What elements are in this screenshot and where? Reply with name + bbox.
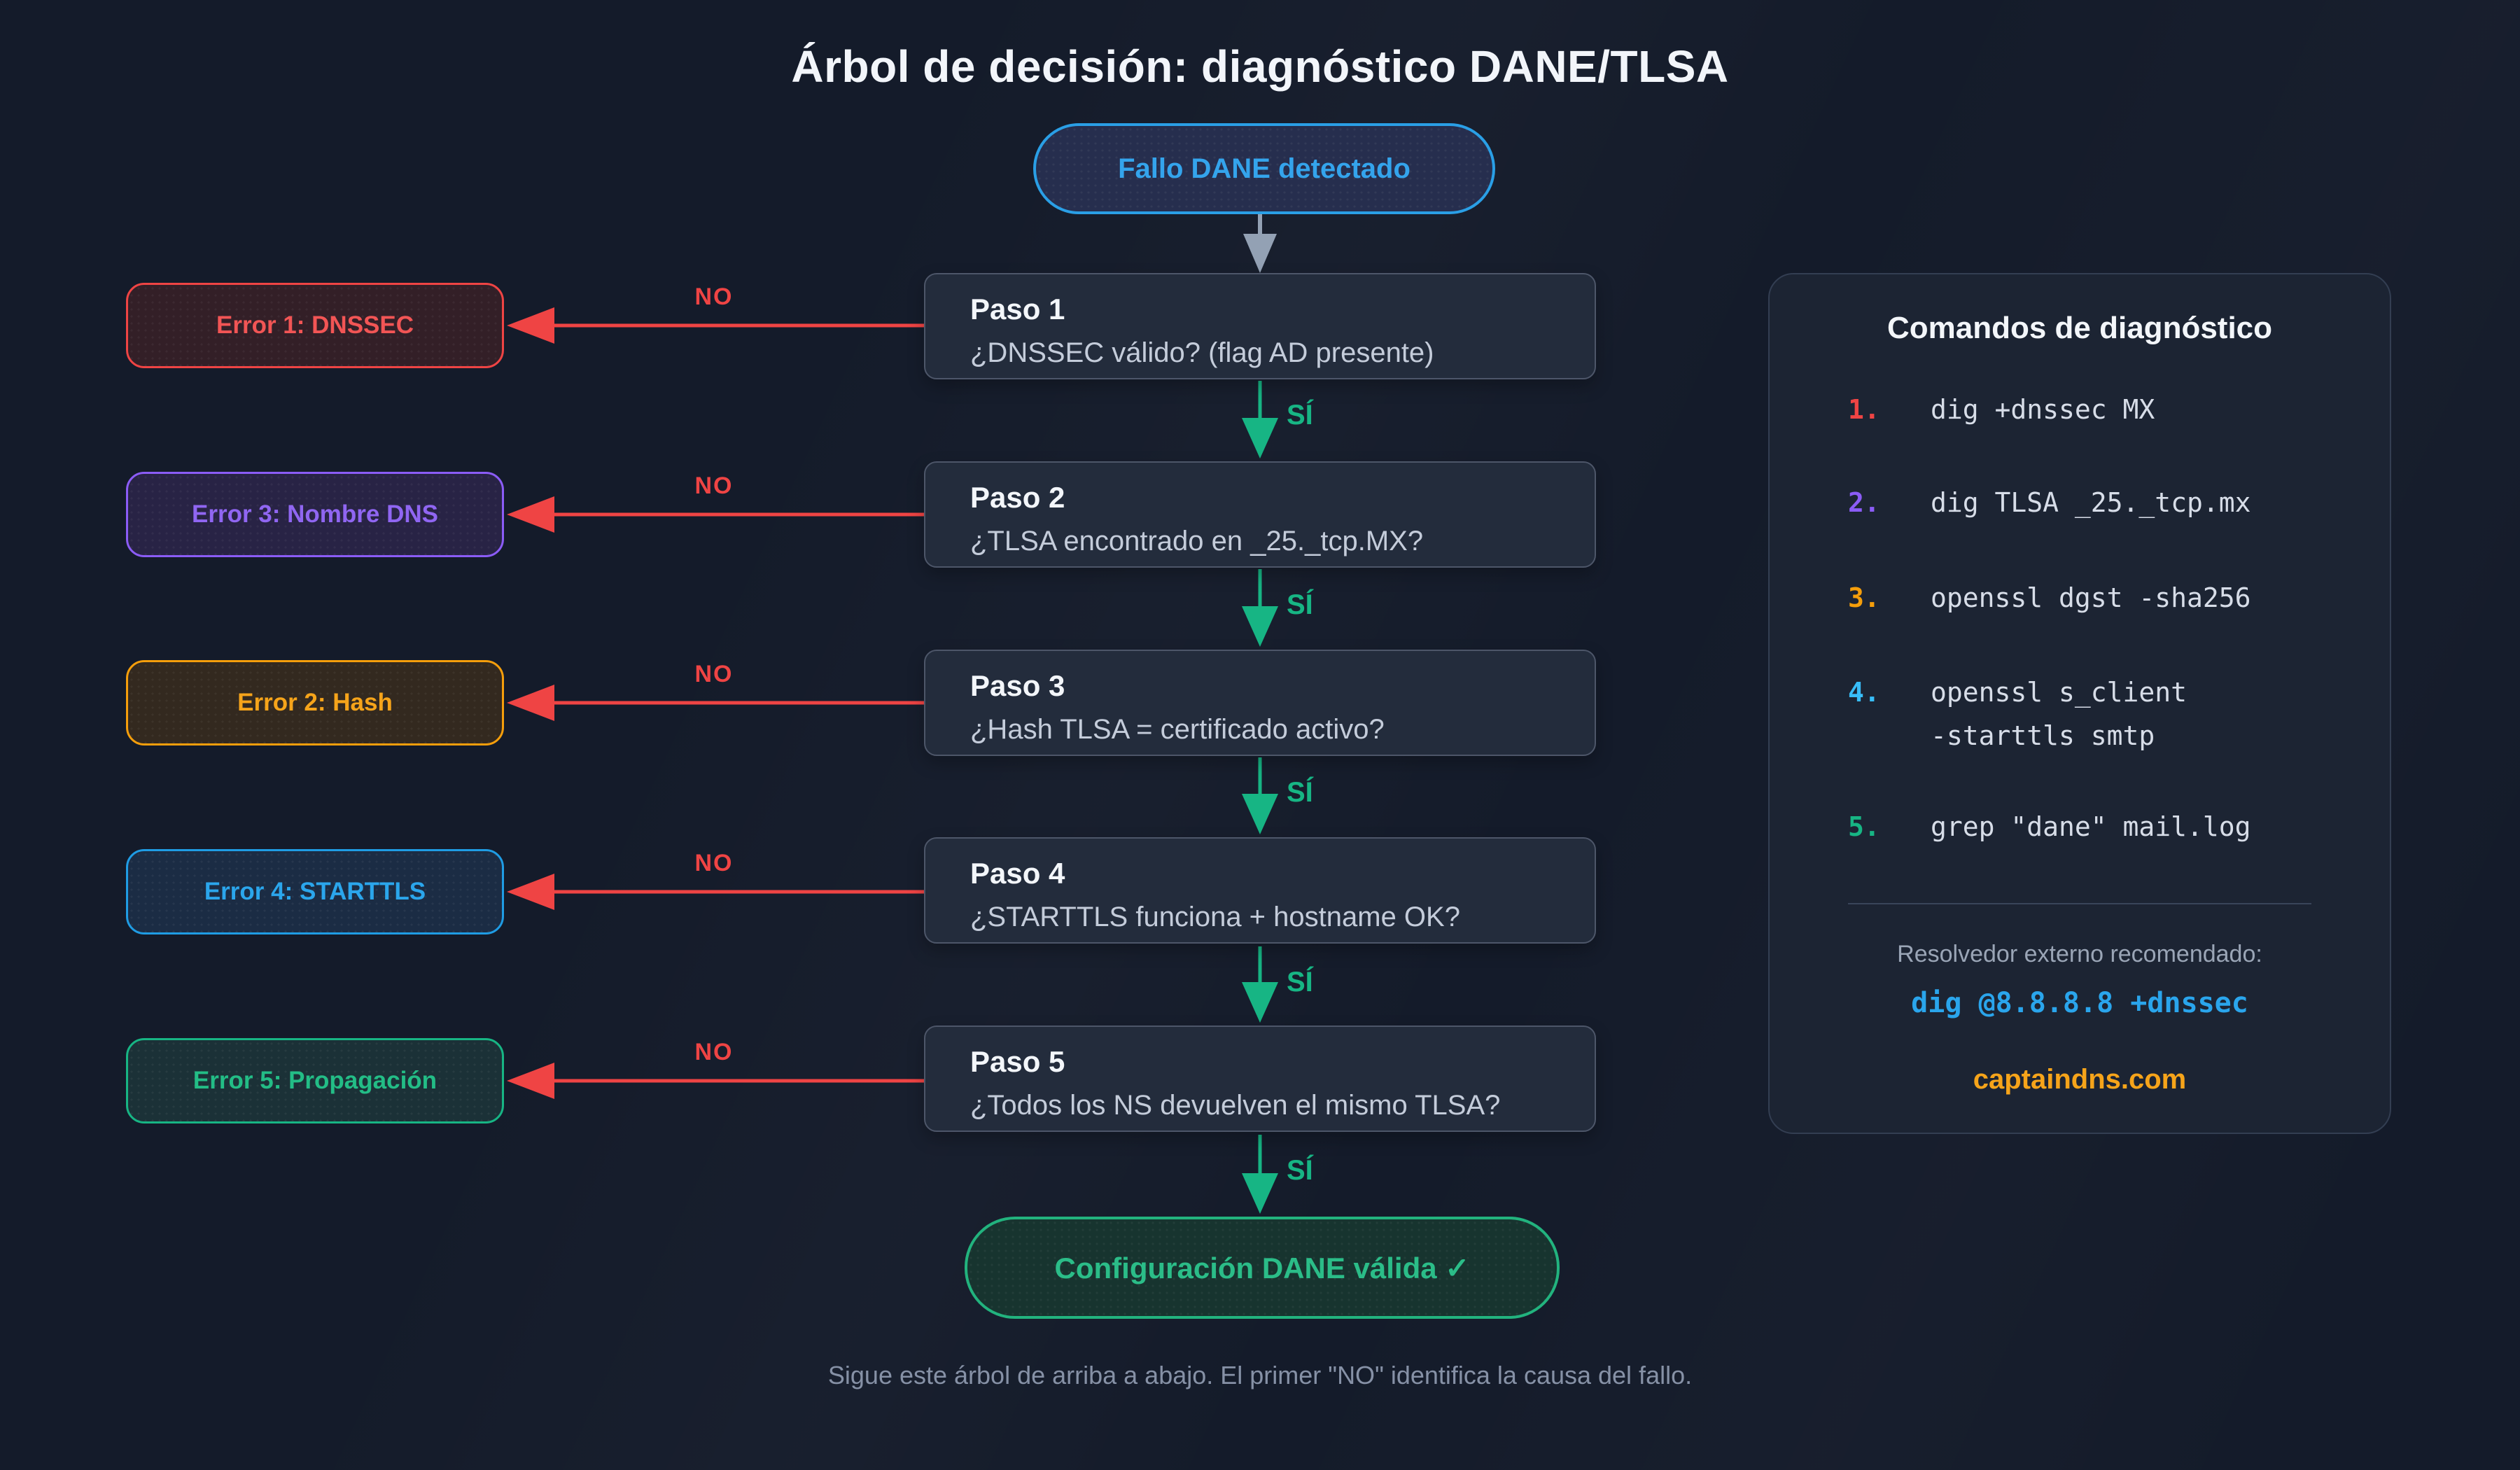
command-item-4: 4. openssl s_client -starttls smtp	[1848, 671, 2362, 757]
no-arrows	[507, 307, 924, 1099]
yes-edge-label: SÍ	[1287, 589, 1313, 620]
step-title: Paso 5	[970, 1045, 1065, 1078]
error-node-label: Error 3: Nombre DNS	[191, 500, 439, 528]
step-question: ¿TLSA encontrado en _25._tcp.MX?	[970, 526, 1424, 556]
error-node-label: Error 2: Hash	[237, 689, 393, 716]
command-item-2: 2. dig TLSA _25._tcp.mx	[1848, 481, 2362, 524]
step-node-1: Paso 1 ¿DNSSEC válido? (flag AD presente…	[924, 273, 1596, 379]
no-edge-label: NO	[694, 850, 734, 876]
resolver-note: Resolvedor externo recomendado:	[1897, 941, 2262, 967]
start-node: Fallo DANE detectado	[1033, 123, 1495, 214]
error-node-label: Error 4: STARTTLS	[204, 878, 426, 905]
step-title: Paso 1	[970, 293, 1065, 326]
step-question: ¿DNSSEC válido? (flag AD presente)	[970, 337, 1434, 368]
error-node-label: Error 1: DNSSEC	[216, 312, 414, 339]
command-item-5: 5. grep "dane" mail.log	[1848, 805, 2362, 848]
step-title: Paso 3	[970, 669, 1065, 702]
no-edge-label: NO	[694, 661, 734, 687]
footer-note: Sigue este árbol de arriba a abajo. El p…	[827, 1361, 1693, 1390]
command-number: 1.	[1848, 394, 1880, 425]
command-number: 2.	[1848, 487, 1880, 518]
yes-edge-label: SÍ	[1287, 400, 1313, 430]
command-number: 4.	[1848, 677, 1880, 708]
success-node: Configuración DANE válida ✓	[965, 1217, 1560, 1319]
error-node-hash: Error 2: Hash	[126, 660, 504, 746]
command-item-3: 3. openssl dgst -sha256	[1848, 576, 2362, 620]
yes-edge-label: SÍ	[1287, 967, 1313, 997]
resolver-command: dig @8.8.8.8 +dnssec	[1911, 987, 2248, 1019]
commands-panel: Comandos de diagnóstico 1. dig +dnssec M…	[1768, 273, 2391, 1134]
no-edge-label: NO	[694, 1039, 734, 1065]
step-node-4: Paso 4 ¿STARTTLS funciona + hostname OK?	[924, 837, 1596, 944]
error-node-propagation: Error 5: Propagación	[126, 1038, 504, 1124]
no-edge-label: NO	[694, 472, 734, 499]
panel-divider	[1848, 903, 2311, 904]
command-text: grep "dane" mail.log	[1931, 811, 2251, 842]
step-node-5: Paso 5 ¿Todos los NS devuelven el mismo …	[924, 1026, 1596, 1132]
command-number: 5.	[1848, 811, 1880, 842]
success-node-label: Configuración DANE válida ✓	[1054, 1251, 1470, 1284]
start-node-label: Fallo DANE detectado	[1118, 153, 1410, 184]
step-node-3: Paso 3 ¿Hash TLSA = certificado activo?	[924, 650, 1596, 756]
step-title: Paso 2	[970, 481, 1065, 514]
site-link[interactable]: captaindns.com	[1973, 1064, 2187, 1095]
start-arrow	[1243, 210, 1277, 273]
error-node-starttls: Error 4: STARTTLS	[126, 849, 504, 934]
error-node-label: Error 5: Propagación	[192, 1067, 438, 1094]
command-number: 3.	[1848, 582, 1880, 613]
page-title: Árbol de decisión: diagnóstico DANE/TLSA	[791, 41, 1729, 92]
commands-panel-title: Comandos de diagnóstico	[1886, 311, 2273, 345]
step-question: ¿STARTTLS funciona + hostname OK?	[970, 902, 1460, 932]
command-item-1: 1. dig +dnssec MX	[1848, 388, 2362, 431]
error-node-dnssec: Error 1: DNSSEC	[126, 283, 504, 368]
command-text: dig +dnssec MX	[1931, 394, 2155, 425]
yes-edge-label: SÍ	[1287, 1155, 1313, 1186]
command-text: openssl s_client -starttls smtp	[1931, 677, 2188, 751]
step-title: Paso 4	[970, 857, 1065, 890]
step-question: ¿Hash TLSA = certificado activo?	[970, 714, 1385, 745]
step-question: ¿Todos los NS devuelven el mismo TLSA?	[970, 1090, 1501, 1121]
step-node-2: Paso 2 ¿TLSA encontrado en _25._tcp.MX?	[924, 461, 1596, 568]
command-text: dig TLSA _25._tcp.mx	[1931, 487, 2251, 518]
error-node-dns-name: Error 3: Nombre DNS	[126, 472, 504, 557]
yes-edge-label: SÍ	[1287, 777, 1313, 808]
no-edge-label: NO	[694, 284, 734, 310]
command-text: openssl dgst -sha256	[1931, 582, 2251, 613]
